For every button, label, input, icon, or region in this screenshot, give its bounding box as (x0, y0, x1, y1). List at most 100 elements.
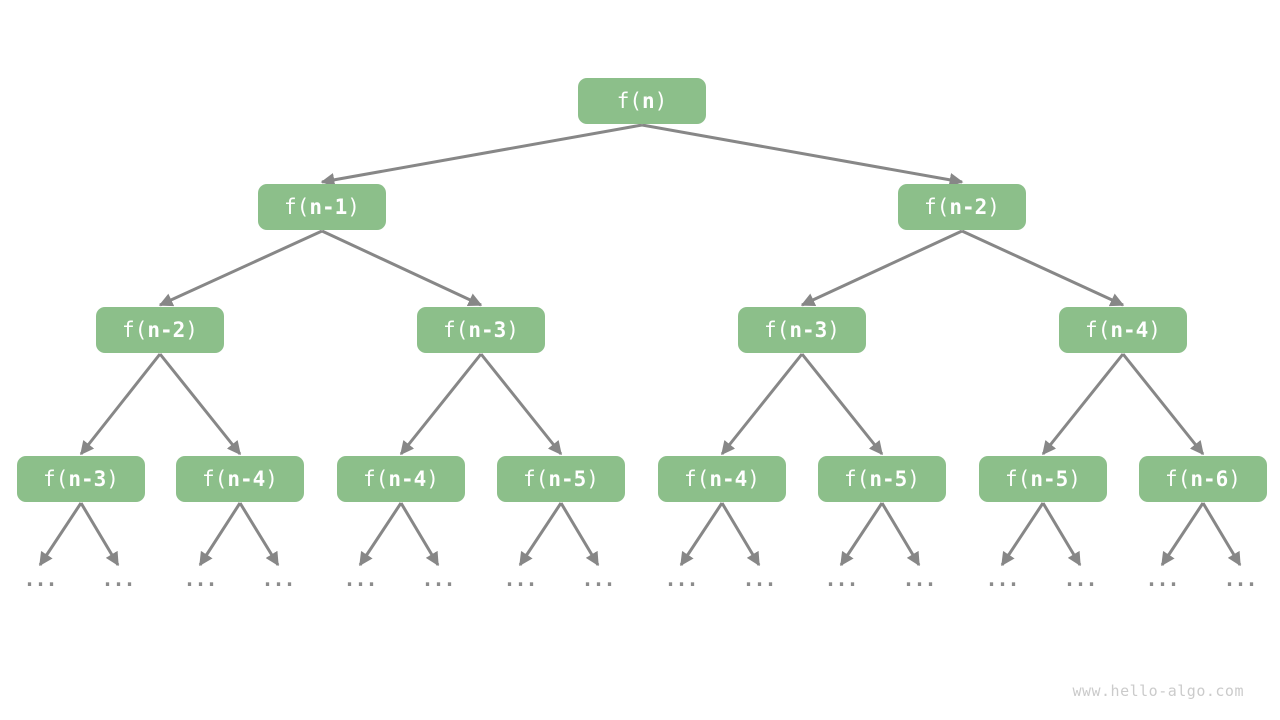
edge-arrow (720, 502, 761, 567)
node-label-argument: n-5 (869, 467, 908, 491)
ellipsis-leaf: ... (23, 567, 57, 591)
node-label-suffix: ) (506, 318, 519, 342)
ellipsis-leaf: ... (824, 567, 858, 591)
node-label-suffix: ) (654, 89, 668, 113)
node-label-suffix: ) (106, 467, 119, 491)
node-label-prefix: f( (1005, 467, 1031, 491)
tree-node: f(n-4) (658, 456, 786, 502)
node-label-argument: n-3 (789, 318, 828, 342)
node-label-suffix: ) (1148, 318, 1161, 342)
tree-node: f(n-3) (17, 456, 145, 502)
tree-node: f(n-4) (337, 456, 465, 502)
node-label-prefix: f( (1085, 318, 1111, 342)
edge-arrow (720, 353, 804, 456)
node-label-suffix: ) (747, 467, 760, 491)
edge-arrow (1121, 353, 1205, 456)
edge-arrow (800, 353, 884, 456)
node-label-argument: n-5 (1030, 467, 1069, 491)
node-label-prefix: f( (1165, 467, 1191, 491)
node-label-suffix: ) (185, 318, 198, 342)
node-label-suffix: ) (265, 467, 278, 491)
ellipsis-leaf: ... (664, 567, 698, 591)
edge-arrow (1160, 502, 1205, 567)
node-label-prefix: f( (684, 467, 710, 491)
edge-arrow (1041, 502, 1082, 567)
node-label-prefix: f( (363, 467, 389, 491)
edge-arrow (679, 502, 724, 567)
ellipsis-leaf: ... (101, 567, 135, 591)
ellipsis-leaf: ... (742, 567, 776, 591)
node-label-argument: n-4 (227, 467, 266, 491)
watermark: www.hello-algo.com (1072, 682, 1244, 700)
edge-arrow (399, 502, 440, 567)
edge-arrow (399, 353, 483, 456)
node-label-suffix: ) (1228, 467, 1241, 491)
node-label-argument: n-2 (949, 195, 988, 219)
node-label-argument: n-5 (548, 467, 587, 491)
ellipsis-leaf: ... (261, 567, 295, 591)
edge-arrow (880, 502, 921, 567)
tree-node: f(n-5) (979, 456, 1107, 502)
edge-arrow (479, 353, 563, 456)
node-label-suffix: ) (1068, 467, 1081, 491)
node-label-argument: n-3 (468, 318, 507, 342)
tree-node: f(n-1) (258, 184, 386, 230)
edge-arrow (1041, 353, 1125, 456)
ellipsis-leaf: ... (581, 567, 615, 591)
ellipsis-leaf: ... (183, 567, 217, 591)
edge-arrow (320, 123, 643, 187)
node-label-suffix: ) (586, 467, 599, 491)
tree-node: f(n-6) (1139, 456, 1267, 502)
node-label-prefix: f( (443, 318, 469, 342)
node-label-prefix: f( (844, 467, 870, 491)
tree-node: f(n) (578, 78, 706, 124)
tree-node: f(n-4) (176, 456, 304, 502)
node-label-argument: n-6 (1190, 467, 1229, 491)
edge-arrow (800, 229, 963, 307)
edge-arrow (961, 229, 1125, 307)
ellipsis-leaf: ... (1063, 567, 1097, 591)
node-label-argument: n-4 (1110, 318, 1149, 342)
node-label-prefix: f( (122, 318, 148, 342)
node-label-argument: n-2 (147, 318, 186, 342)
edge-arrow (79, 502, 120, 567)
edge-arrow (79, 353, 162, 456)
node-label-argument: n-3 (68, 467, 107, 491)
node-label-suffix: ) (347, 195, 360, 219)
node-label-suffix: ) (827, 318, 840, 342)
tree-node: f(n-5) (818, 456, 946, 502)
tree-node: f(n-2) (898, 184, 1026, 230)
ellipsis-leaf: ... (503, 567, 537, 591)
edge-arrow (1000, 502, 1045, 567)
node-label-prefix: f( (284, 195, 310, 219)
node-label-suffix: ) (907, 467, 920, 491)
tree-node: f(n-2) (96, 307, 224, 353)
node-label-prefix: f( (764, 318, 790, 342)
tree-node: f(n-4) (1059, 307, 1187, 353)
node-label-suffix: ) (987, 195, 1000, 219)
edge-arrow (1201, 502, 1242, 567)
ellipsis-leaf: ... (902, 567, 936, 591)
node-label-prefix: f( (616, 89, 642, 113)
node-label-argument: n-4 (388, 467, 427, 491)
tree-node: f(n-3) (417, 307, 545, 353)
edge-arrow (38, 502, 83, 567)
node-label-argument: n (641, 89, 655, 113)
edge-arrow (559, 502, 600, 567)
edge-arrow (641, 123, 964, 187)
ellipsis-leaf: ... (1145, 567, 1179, 591)
edge-arrow (158, 229, 323, 307)
node-label-suffix: ) (426, 467, 439, 491)
node-label-prefix: f( (202, 467, 228, 491)
tree-node: f(n-3) (738, 307, 866, 353)
tree-node: f(n-5) (497, 456, 625, 502)
edge-arrow (198, 502, 242, 567)
edge-arrow (358, 502, 403, 567)
node-label-prefix: f( (924, 195, 950, 219)
node-label-argument: n-1 (309, 195, 348, 219)
edge-arrow (158, 353, 242, 456)
edge-arrow (321, 229, 483, 307)
node-label-prefix: f( (523, 467, 549, 491)
node-label-argument: n-4 (709, 467, 748, 491)
